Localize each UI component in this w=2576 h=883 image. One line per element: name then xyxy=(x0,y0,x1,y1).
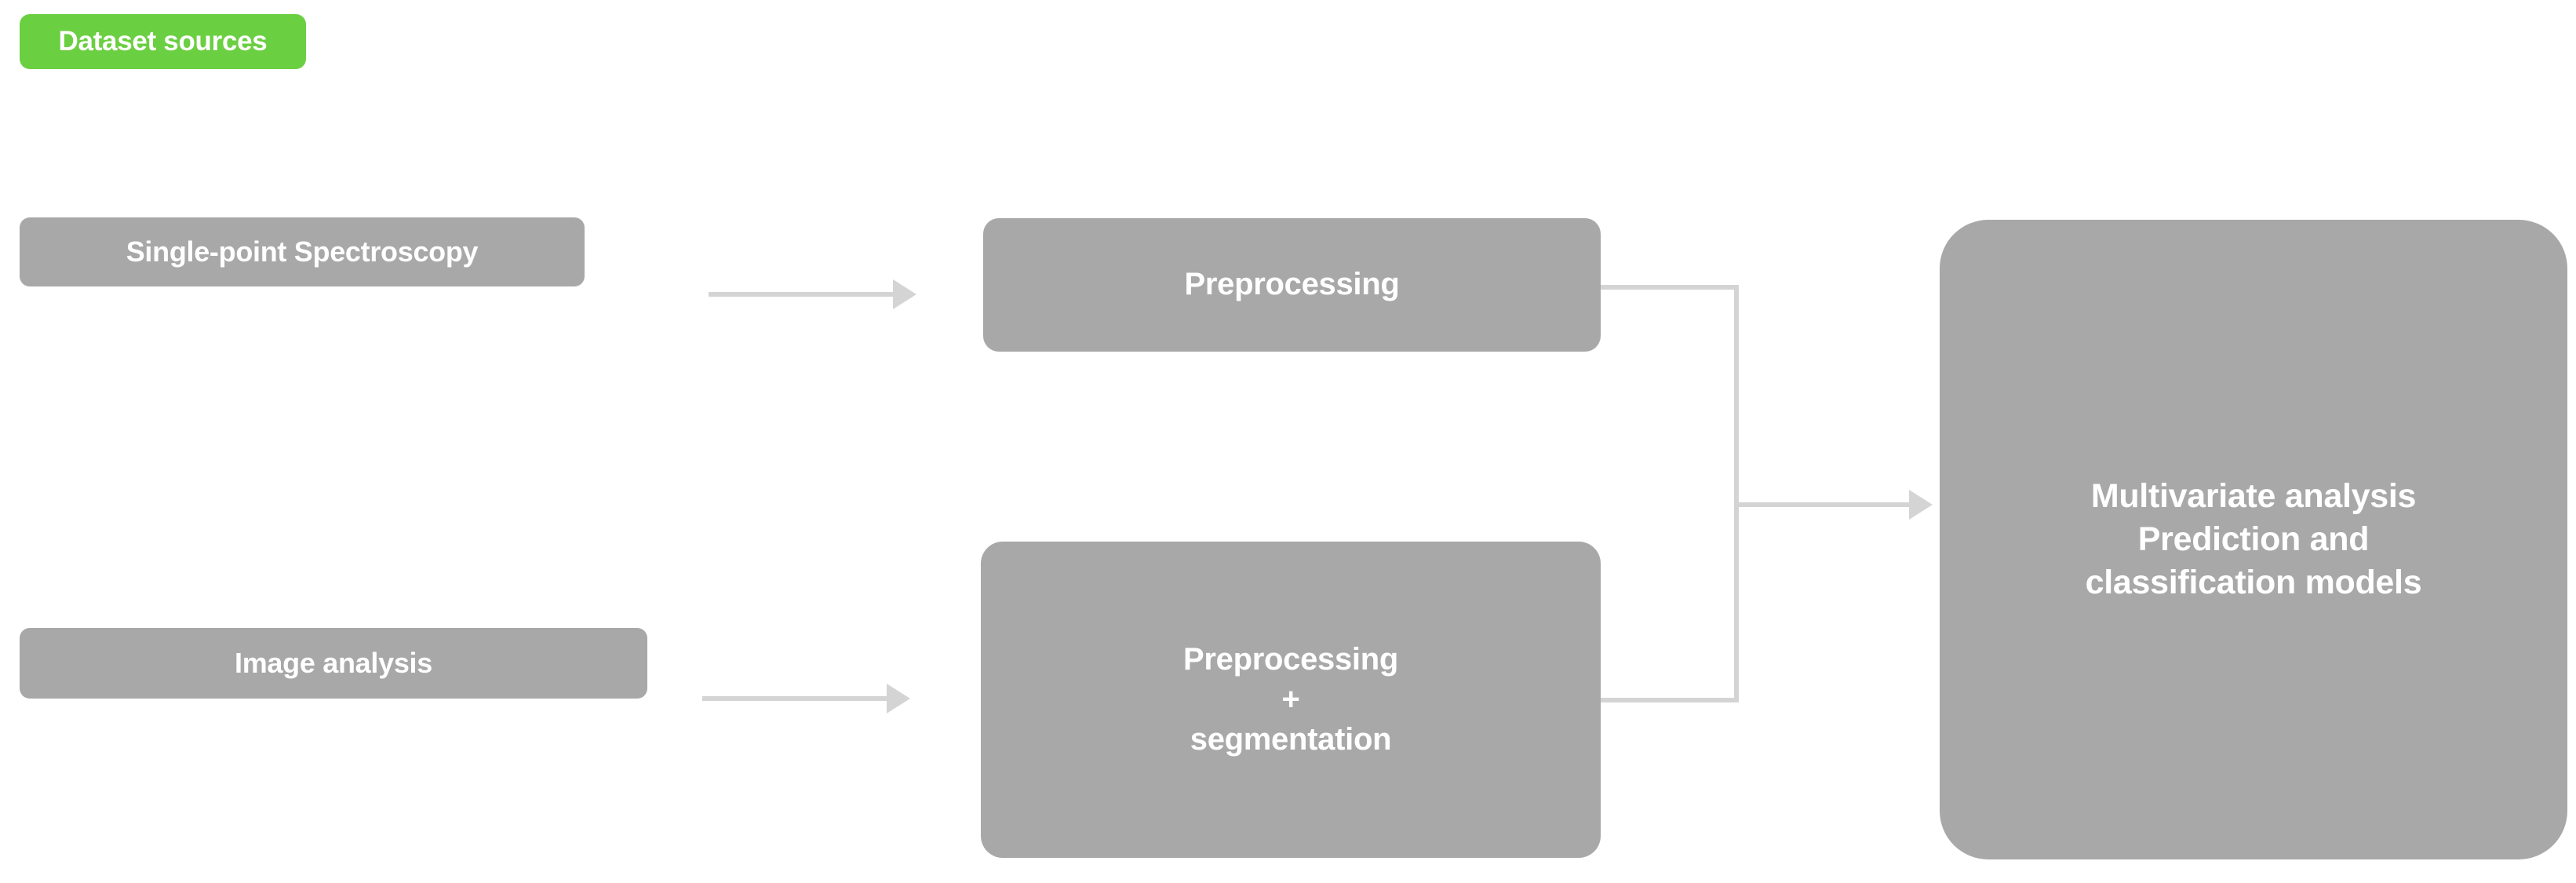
node-multivariate-analysis-line-3: classification models xyxy=(2085,564,2422,602)
node-multivariate-analysis-line-2: Prediction and xyxy=(2137,520,2370,558)
edge-spectroscopy-to-preprocessing-shaft xyxy=(709,292,897,297)
node-multivariate-analysis-label: Multivariate analysis Prediction and cla… xyxy=(2059,475,2449,604)
node-preprocessing-segmentation-label: Preprocessing + segmentation xyxy=(1183,640,1398,761)
edge-image-to-segmentation-shaft xyxy=(702,696,891,701)
edge-image-to-segmentation-arrowhead-icon xyxy=(887,684,910,713)
edge-merge-output-shaft xyxy=(1734,502,1913,507)
edge-merge-output-arrowhead-icon xyxy=(1909,490,1933,520)
node-image-analysis-label: Image analysis xyxy=(235,646,432,679)
node-multivariate-analysis[interactable]: Multivariate analysis Prediction and cla… xyxy=(1940,220,2567,859)
node-preprocessing[interactable]: Preprocessing xyxy=(983,218,1601,352)
node-single-point-spectroscopy[interactable]: Single-point Spectroscopy xyxy=(20,217,585,286)
node-dataset-sources[interactable]: Dataset sources xyxy=(20,14,306,69)
node-preprocessing-label: Preprocessing xyxy=(1184,267,1400,302)
node-single-point-spectroscopy-label: Single-point Spectroscopy xyxy=(126,235,479,268)
node-multivariate-analysis-line-1: Multivariate analysis xyxy=(2090,476,2417,515)
edge-merge-vertical-trunk xyxy=(1734,285,1739,702)
node-preprocessing-segmentation-line-2: + xyxy=(1281,681,1300,717)
node-preprocessing-segmentation-line-1: Preprocessing xyxy=(1183,641,1398,677)
node-dataset-sources-label: Dataset sources xyxy=(58,25,268,57)
node-image-analysis[interactable]: Image analysis xyxy=(20,628,647,699)
edge-spectroscopy-to-preprocessing-arrowhead-icon xyxy=(893,279,916,309)
node-preprocessing-segmentation-line-3: segmentation xyxy=(1190,722,1392,757)
edge-merge-bottom-horizontal xyxy=(1601,698,1739,702)
edge-merge-top-horizontal xyxy=(1601,285,1739,290)
node-preprocessing-segmentation[interactable]: Preprocessing + segmentation xyxy=(981,542,1601,858)
